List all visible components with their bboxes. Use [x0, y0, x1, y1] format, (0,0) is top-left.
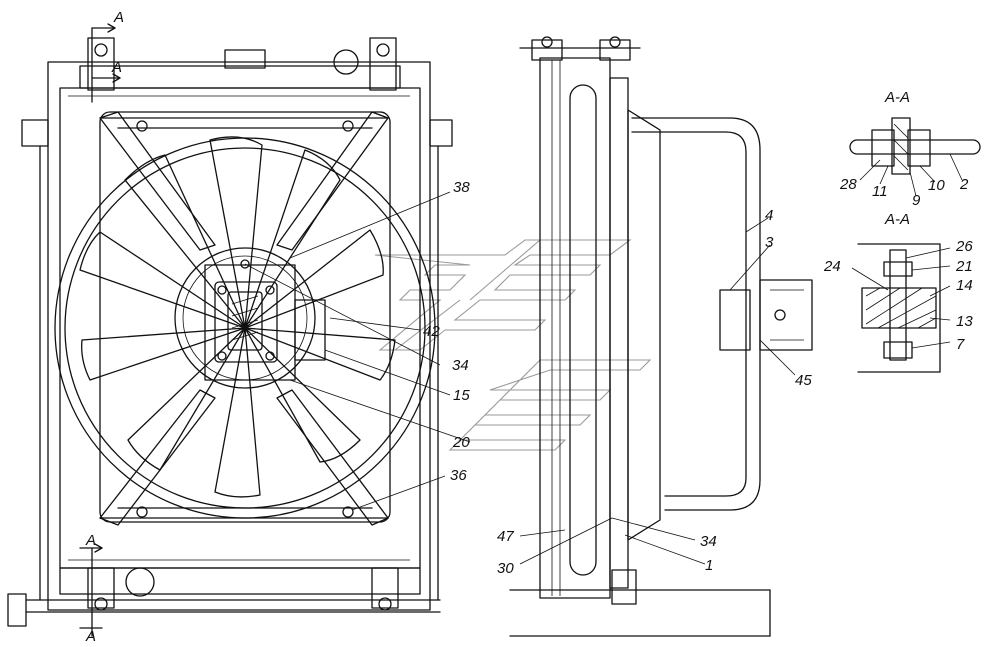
rubber-damper	[891, 117, 911, 175]
callout-42: 42	[423, 323, 440, 340]
shroud-plate	[99, 111, 391, 523]
radiator-frame	[47, 61, 431, 611]
side-mount-top	[531, 39, 563, 61]
callout-38: 38	[453, 179, 470, 196]
mount-pad-bottom-right	[371, 567, 399, 609]
callout-7: 7	[956, 336, 965, 353]
callout-9: 9	[912, 192, 921, 209]
bracket-section	[857, 243, 941, 373]
hydraulic-motor-side	[759, 279, 813, 351]
callout-26: 26	[955, 238, 973, 255]
left-bracket-top	[21, 119, 49, 147]
nut-7	[883, 341, 913, 359]
section-a-bottom-2: A	[85, 628, 96, 645]
fan-guard	[631, 117, 761, 511]
callout-45: 45	[795, 372, 812, 389]
callout-4: 4	[765, 207, 773, 224]
callout-1: 1	[705, 557, 713, 574]
section-a-top-1: A	[113, 9, 124, 26]
callout-24: 24	[823, 258, 841, 275]
callout-2: 2	[959, 176, 969, 193]
fan-side	[627, 109, 661, 541]
mount-pad-bottom-left	[87, 567, 115, 609]
sight-tube	[569, 84, 597, 576]
stud-bolt	[889, 249, 907, 361]
callout-30: 30	[497, 560, 514, 577]
bottom-tank	[59, 567, 421, 595]
callout-34-front: 34	[452, 357, 469, 374]
callout-10: 10	[928, 177, 945, 194]
callout-11: 11	[872, 183, 888, 200]
front-view	[7, 23, 471, 637]
rubber-pad	[861, 287, 937, 329]
callout-34-side: 34	[700, 533, 717, 550]
detail-aa-lower	[851, 243, 951, 373]
support-frame	[99, 111, 389, 526]
bracket-15	[294, 299, 326, 361]
filler-cap	[333, 49, 359, 75]
callout-3: 3	[765, 234, 774, 251]
shroud-side	[609, 77, 629, 589]
section-marks: A A A A A-A A-A	[85, 9, 910, 645]
radiator-side	[539, 57, 611, 599]
detail-title-aa-upper: A-A	[884, 89, 910, 106]
handle-left	[7, 593, 27, 627]
motor-flange	[719, 289, 751, 351]
callout-14: 14	[956, 277, 973, 294]
callout-labels: 38 42 34 15 20 36 4 3 45 47 30 34 1 2 10…	[423, 176, 973, 577]
right-bracket-top	[429, 119, 453, 147]
callout-15: 15	[453, 387, 470, 404]
callout-36: 36	[450, 467, 467, 484]
drain-plug	[125, 567, 155, 597]
hydraulic-motor	[214, 281, 278, 363]
bushing-right	[907, 129, 931, 167]
section-a-bottom-1: A	[85, 532, 96, 549]
callout-28: 28	[839, 176, 857, 193]
callout-13: 13	[956, 313, 973, 330]
mount-pad-top-left	[87, 37, 115, 91]
mount-pad-top-right	[369, 37, 397, 91]
detail-aa-upper	[849, 117, 981, 197]
side-view	[509, 36, 813, 637]
section-a-top-2: A	[111, 59, 122, 76]
watermark-logo	[374, 239, 652, 451]
detail-title-aa-lower: A-A	[884, 211, 910, 228]
fan-hub	[174, 247, 316, 389]
filler-neck	[224, 49, 266, 69]
bolt-2	[849, 139, 981, 155]
bolt-36	[342, 506, 354, 518]
bushing-left	[871, 129, 895, 167]
callout-20: 20	[452, 434, 470, 451]
callout-21: 21	[955, 258, 973, 275]
nut-21	[883, 261, 913, 277]
top-tank	[79, 65, 401, 89]
callout-47: 47	[497, 528, 514, 545]
